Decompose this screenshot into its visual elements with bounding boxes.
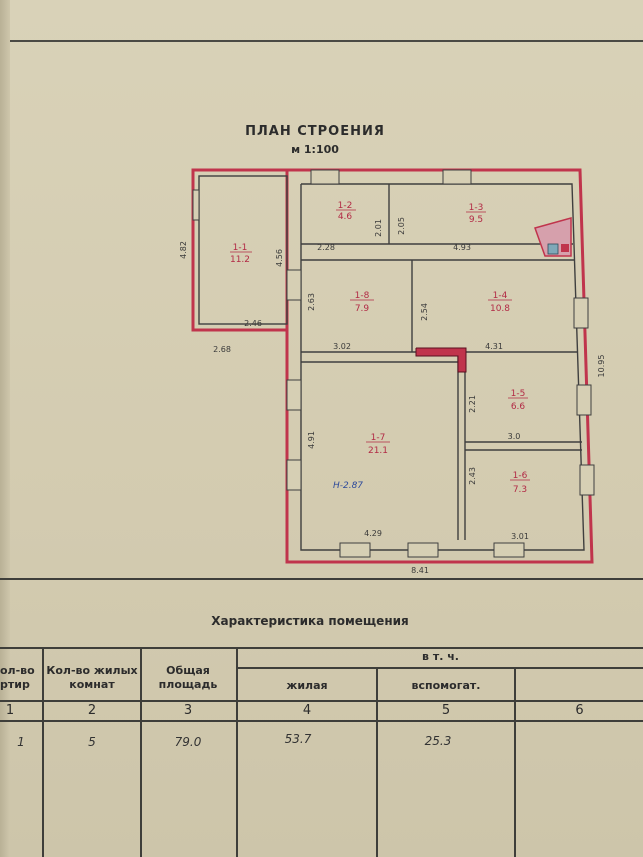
dimension-label: 2.46 [244,319,262,328]
dimension-label: 8.41 [411,566,429,575]
room-area: 10.8 [490,304,510,314]
page-edge [0,0,10,857]
dimension-label: 2.54 [420,303,429,321]
column-number: 5 [441,703,451,718]
column-number: 2 [87,703,97,718]
column-number: 1 [5,703,15,718]
room-id: 1-8 [355,291,370,301]
header-living-rooms: Кол-во жилых комнат [46,664,138,691]
dimension-label: 10.95 [597,355,606,378]
room-id: 1-1 [233,243,248,253]
dimension-label: 4.82 [179,241,188,259]
room-area: 21.1 [368,446,388,456]
room-area: 4.6 [338,212,353,222]
col-divider [514,667,516,857]
dimension-label: 3.0 [508,432,521,441]
corner-stove-icon [534,217,572,257]
exterior-walls [191,168,594,564]
dimension-label: 2.05 [397,217,406,235]
stove-icon [415,347,467,373]
room-id: 1-6 [513,471,528,481]
room-id: 1-5 [511,389,526,399]
header-apartments: ол-во ртир [0,664,35,691]
room-id: 1-2 [338,201,353,211]
dimension-label: 2.43 [468,467,477,485]
dimension-label: 4.56 [275,249,284,267]
cell-living-area: 53.7 [284,732,312,746]
dimension-label: 4.93 [453,243,471,252]
table-title: Характеристика помещения [211,614,409,628]
room-area: 7.3 [513,485,527,495]
dimension-label: 2.68 [213,345,231,354]
group-header-rule [238,667,643,669]
header-auxiliary-area: вспомогат. [411,679,481,692]
dimension-label: 4.91 [307,431,316,449]
cell-auxiliary-area: 25.3 [424,734,452,748]
col-divider [236,647,238,857]
table-top-rule [0,578,643,580]
column-number: 6 [575,703,584,718]
cell-total-area: 79.0 [174,735,202,749]
dimension-label: 3.02 [333,342,351,351]
top-rule [10,40,643,42]
dimension-label: 4.31 [485,342,503,351]
column-number: 3 [183,703,193,718]
room-id: 1-3 [469,203,484,213]
ceiling-height-label: Н-2.87 [333,481,363,491]
dimension-label: 2.01 [374,219,383,237]
room-id: 1-4 [493,291,508,301]
room-area: 7.9 [355,304,370,314]
column-number: 4 [302,703,312,718]
table-colnum-bottom-rule [0,720,643,722]
room-area: 6.6 [511,402,526,412]
header-total-area: Общая площадь [158,664,218,691]
floor-plan: 1-1 11.2 1-2 4.6 1-3 9.5 1-4 10.8 1-5 6.… [179,168,606,575]
windows [192,169,595,558]
header-living-area: жилая [286,679,328,692]
room-area: 11.2 [230,255,250,265]
room-area: 9.5 [469,215,483,225]
header-including: в т. ч. [422,650,459,663]
dimension-label: 2.28 [317,243,335,252]
dimension-label: 3.01 [511,532,529,541]
col-divider [140,647,142,857]
col-divider [42,647,44,857]
dimension-label: 4.29 [364,529,382,538]
room-id: 1-7 [371,433,386,443]
table-colnum-top-rule [0,700,643,702]
plan-scale: м 1:100 [291,143,339,156]
cell-living-rooms: 5 [88,735,96,749]
cell-apartments: 1 [17,735,25,749]
col-divider [376,667,378,857]
dimension-label: 2.63 [307,293,316,311]
table-header-rule [0,647,643,649]
plan-title: ПЛАН СТРОЕНИЯ [245,124,385,139]
dimension-label: 2.21 [468,395,477,413]
